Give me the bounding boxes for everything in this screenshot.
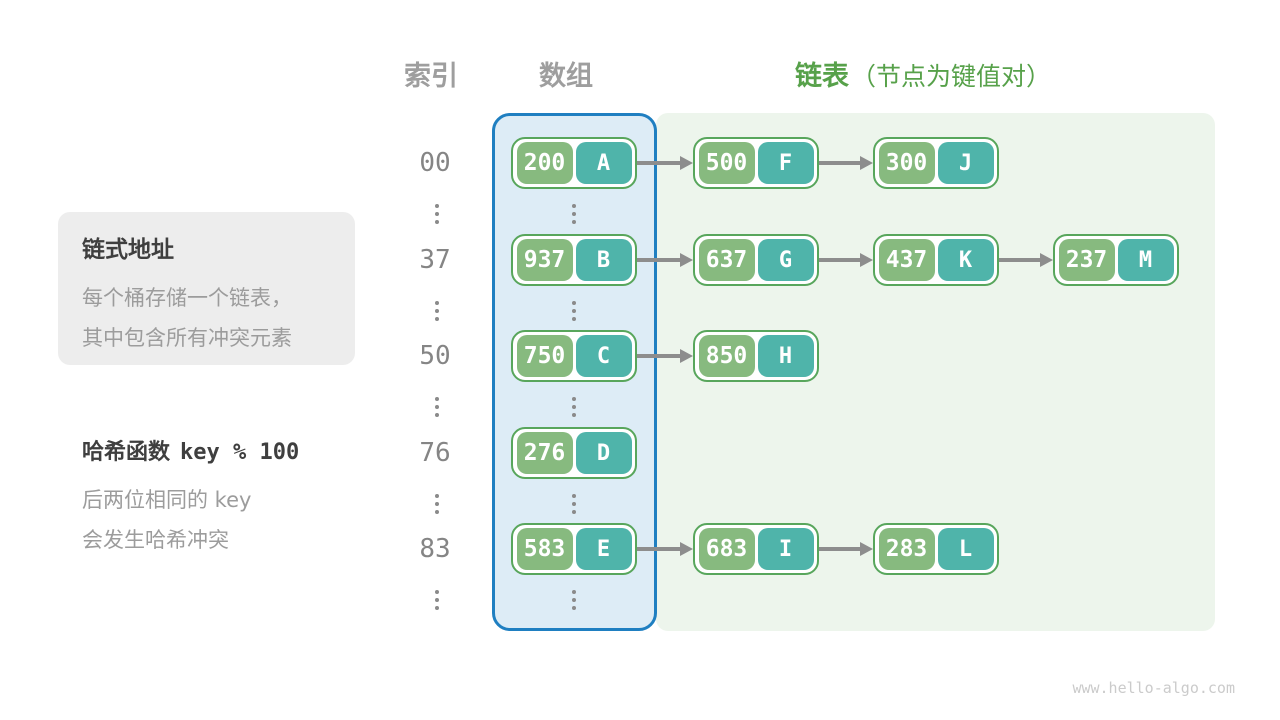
list-header-label: 链表 <box>795 61 849 92</box>
vertical-ellipsis <box>571 586 577 614</box>
key-cell: 500 <box>698 142 755 184</box>
list-column-header: 链表（节点为键值对） <box>795 54 1051 93</box>
value-cell: J <box>937 142 994 184</box>
key-cell: 200 <box>516 142 573 184</box>
bucket-index-label: 83 <box>419 534 451 564</box>
value-cell: F <box>757 142 814 184</box>
bucket-index-label: 50 <box>419 341 451 371</box>
vertical-ellipsis <box>571 490 577 518</box>
next-pointer-arrow-icon <box>999 234 1053 286</box>
hash-note-line: 后两位相同的 key <box>82 488 252 512</box>
key-cell: 583 <box>516 528 573 570</box>
value-cell: E <box>575 528 632 570</box>
hash-note-line: 会发生哈希冲突 <box>82 528 229 552</box>
hash-function-note: 哈希函数 key % 100 后两位相同的 key 会发生哈希冲突 <box>82 434 402 560</box>
key-cell: 437 <box>878 239 935 281</box>
next-pointer-arrow-icon <box>637 330 693 382</box>
bucket-index-label: 37 <box>419 245 451 275</box>
value-cell: L <box>937 528 994 570</box>
chaining-note-line: 每个桶存储一个链表， <box>82 286 292 310</box>
watermark: www.hello-algo.com <box>1072 679 1235 697</box>
key-cell: 237 <box>1058 239 1115 281</box>
value-cell: D <box>575 432 632 474</box>
value-cell: M <box>1117 239 1174 281</box>
next-pointer-arrow-icon <box>637 137 693 189</box>
bucket-index-label: 76 <box>419 438 451 468</box>
key-cell: 750 <box>516 335 573 377</box>
chaining-note-title: 链式地址 <box>82 237 174 263</box>
vertical-ellipsis <box>571 200 577 228</box>
key-cell: 683 <box>698 528 755 570</box>
key-cell: 300 <box>878 142 935 184</box>
next-pointer-arrow-icon <box>819 234 873 286</box>
key-cell: 937 <box>516 239 573 281</box>
vertical-ellipsis <box>434 586 440 614</box>
value-cell: H <box>757 335 814 377</box>
vertical-ellipsis <box>434 490 440 518</box>
bucket-index-label: 00 <box>419 148 451 178</box>
hash-function-formula: key % 100 <box>180 440 300 465</box>
index-column-header: 索引 <box>404 61 458 92</box>
next-pointer-arrow-icon <box>819 523 873 575</box>
vertical-ellipsis <box>434 297 440 325</box>
key-cell: 276 <box>516 432 573 474</box>
value-cell: K <box>937 239 994 281</box>
array-column-header: 数组 <box>539 61 593 92</box>
key-cell: 283 <box>878 528 935 570</box>
vertical-ellipsis <box>571 297 577 325</box>
hash-function-title: 哈希函数 key % 100 <box>82 434 402 466</box>
hash-function-title-text: 哈希函数 <box>82 440 171 465</box>
next-pointer-arrow-icon <box>819 137 873 189</box>
list-header-note: （节点为键值对） <box>851 62 1052 91</box>
next-pointer-arrow-icon <box>637 523 693 575</box>
key-cell: 637 <box>698 239 755 281</box>
value-cell: G <box>757 239 814 281</box>
value-cell: A <box>575 142 632 184</box>
next-pointer-arrow-icon <box>637 234 693 286</box>
chaining-note-line: 其中包含所有冲突元素 <box>82 326 292 350</box>
value-cell: I <box>757 528 814 570</box>
vertical-ellipsis <box>434 393 440 421</box>
value-cell: C <box>575 335 632 377</box>
key-cell: 850 <box>698 335 755 377</box>
vertical-ellipsis <box>434 200 440 228</box>
vertical-ellipsis <box>571 393 577 421</box>
value-cell: B <box>575 239 632 281</box>
chaining-note-box: 链式地址 每个桶存储一个链表， 其中包含所有冲突元素 <box>58 212 355 365</box>
